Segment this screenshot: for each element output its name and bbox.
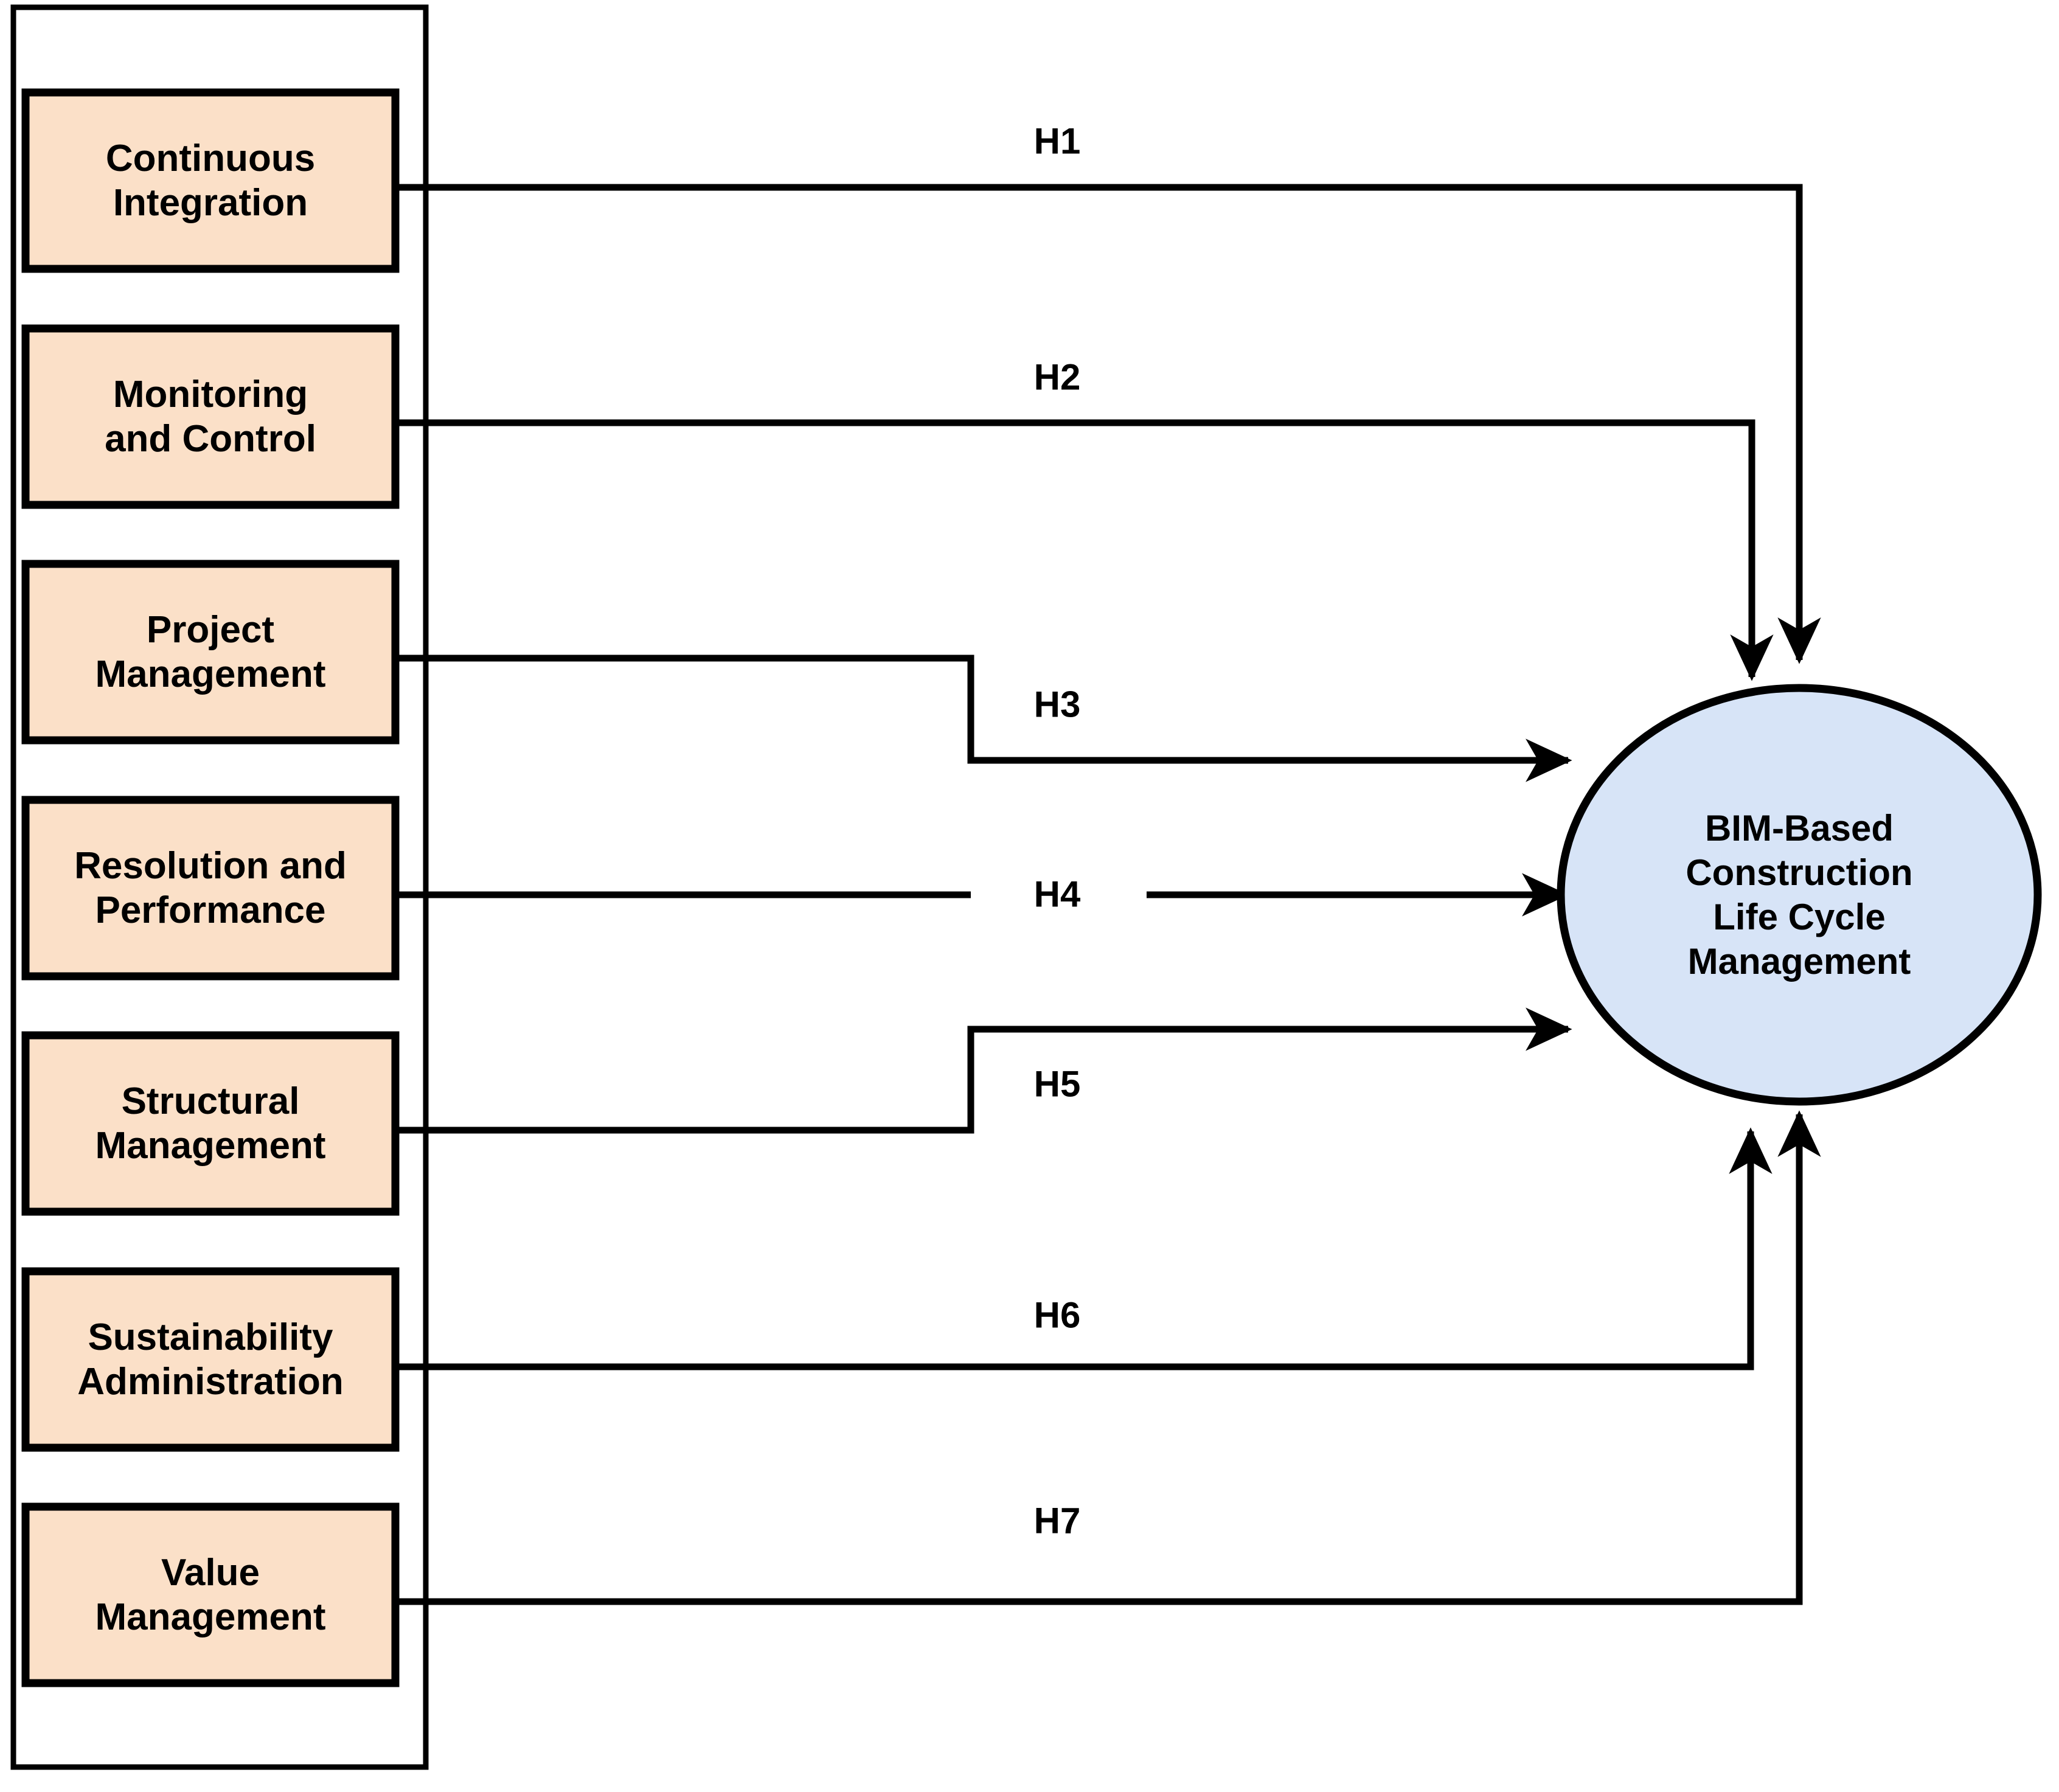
- hypothesis-label-h4: H4: [1033, 873, 1081, 915]
- construct-box-resolution-and-performance[interactable]: [21, 796, 400, 981]
- outcome-ellipse[interactable]: [1557, 684, 2042, 1106]
- construct-box-project-management[interactable]: [21, 560, 400, 745]
- hypothesis-label-h5: H5: [1033, 1063, 1081, 1105]
- independent-variables-group-frame: [10, 4, 429, 1770]
- hypothesis-label-h1: H1: [1033, 120, 1081, 162]
- construct-box-value-management[interactable]: [21, 1502, 400, 1687]
- construct-boxes: [21, 88, 400, 1687]
- connector-h2: [395, 419, 1774, 681]
- construct-box-sustainability-administration[interactable]: [21, 1267, 400, 1452]
- connector-h3: [395, 655, 1572, 782]
- construct-box-monitoring-and-control[interactable]: [21, 324, 400, 509]
- hypothesis-label-h7: H7: [1033, 1500, 1081, 1541]
- hypothesis-label-h3: H3: [1033, 684, 1081, 725]
- connector-h6: [395, 1127, 1773, 1370]
- connector-h7: [395, 1110, 1821, 1605]
- connector-h5: [395, 1007, 1572, 1134]
- connector-h1: [395, 184, 1821, 664]
- hypothesis-label-h6: H6: [1033, 1294, 1081, 1336]
- hypothesis-label-h2: H2: [1033, 356, 1081, 398]
- construct-box-continuous-integration[interactable]: [21, 88, 400, 273]
- construct-box-structural-management[interactable]: [21, 1031, 400, 1216]
